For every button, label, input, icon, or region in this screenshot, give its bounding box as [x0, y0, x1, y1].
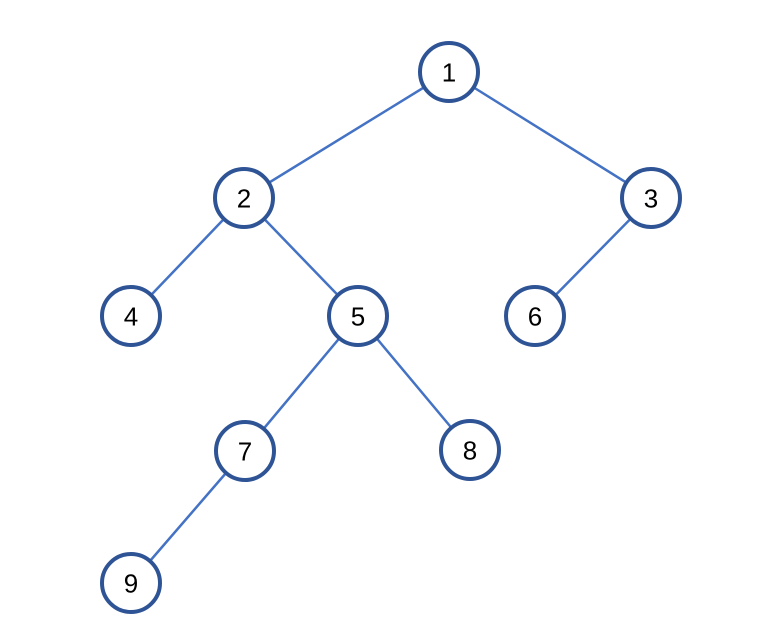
node-label: 6 [528, 301, 542, 331]
tree-edge-1-2 [242, 70, 451, 200]
node-circle [504, 285, 566, 347]
tree-node-7: 7 [214, 420, 276, 482]
node-label: 7 [238, 436, 252, 466]
node-label: 1 [442, 57, 456, 87]
node-circle [620, 167, 682, 229]
tree-node-8: 8 [439, 419, 501, 481]
node-circle [100, 552, 162, 614]
tree-node-6: 6 [504, 285, 566, 347]
node-circle [214, 420, 276, 482]
tree-node-9: 9 [100, 552, 162, 614]
node-label: 4 [124, 301, 138, 331]
node-circle [418, 41, 480, 103]
tree-node-3: 3 [620, 167, 682, 229]
node-circle [100, 285, 162, 347]
node-label: 3 [644, 183, 658, 213]
tree-edge-1-3 [447, 70, 653, 200]
node-label: 8 [463, 435, 477, 465]
node-circle [439, 419, 501, 481]
tree-node-1: 1 [418, 41, 480, 103]
node-label: 2 [237, 183, 251, 213]
node-circle [327, 285, 389, 347]
tree-node-4: 4 [100, 285, 162, 347]
node-label: 9 [124, 568, 138, 598]
node-label: 5 [351, 301, 365, 331]
tree-node-2: 2 [213, 167, 275, 229]
node-circle [213, 167, 275, 229]
tree-node-5: 5 [327, 285, 389, 347]
